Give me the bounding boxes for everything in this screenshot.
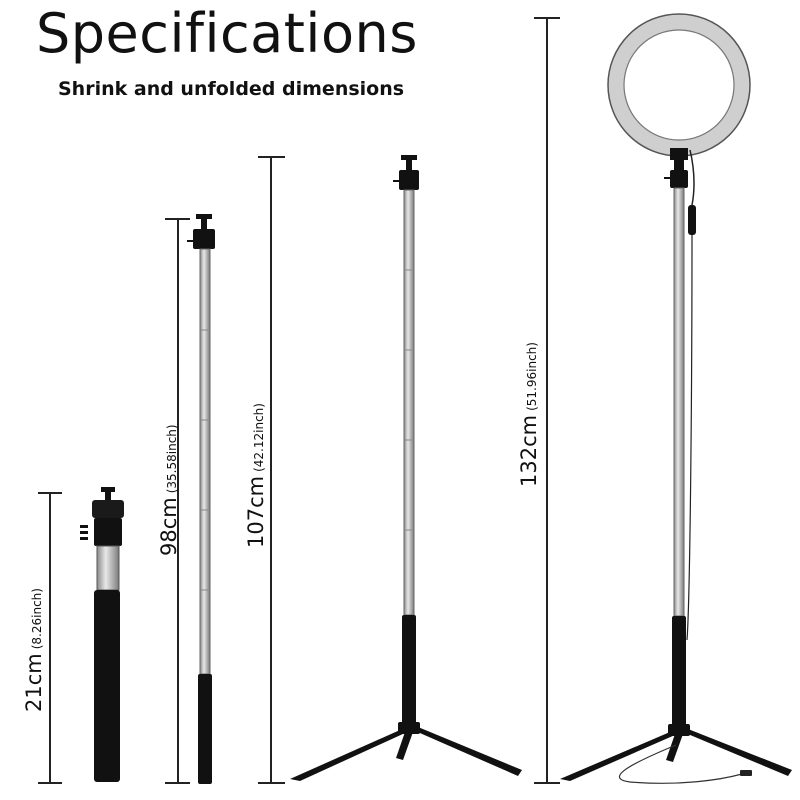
measurement-cm: 98cm — [157, 497, 181, 556]
dimension-line-107cm — [258, 156, 285, 784]
device-extended-pole — [187, 214, 215, 784]
page-title: Specifications — [36, 2, 418, 65]
device-tripod-stand — [290, 155, 522, 781]
measurement-label-107cm: 107cm (42.12inch) — [244, 403, 268, 548]
device-handheld-stick — [80, 487, 124, 782]
page-subtitle: Shrink and unfolded dimensions — [58, 78, 405, 100]
measurement-cm: 132cm — [517, 414, 541, 487]
measurement-cm: 107cm — [244, 475, 268, 548]
measurement-inch: (51.96inch) — [525, 342, 539, 411]
dimension-line-21cm — [38, 492, 62, 784]
measurement-cm: 21cm — [22, 653, 46, 712]
measurement-inch: (8.26inch) — [30, 588, 44, 650]
measurement-label-21cm: 21cm (8.26inch) — [22, 588, 46, 712]
device-ring-light-stand — [560, 13, 792, 784]
dimension-line-98cm — [165, 218, 190, 784]
measurement-label-98cm: 98cm (35.58inch) — [157, 424, 181, 556]
dimension-line-132cm — [534, 17, 560, 784]
measurement-label-132cm: 132cm (51.96inch) — [517, 342, 541, 487]
measurement-inch: (35.58inch) — [165, 424, 179, 494]
measurement-inch: (42.12inch) — [252, 403, 266, 472]
